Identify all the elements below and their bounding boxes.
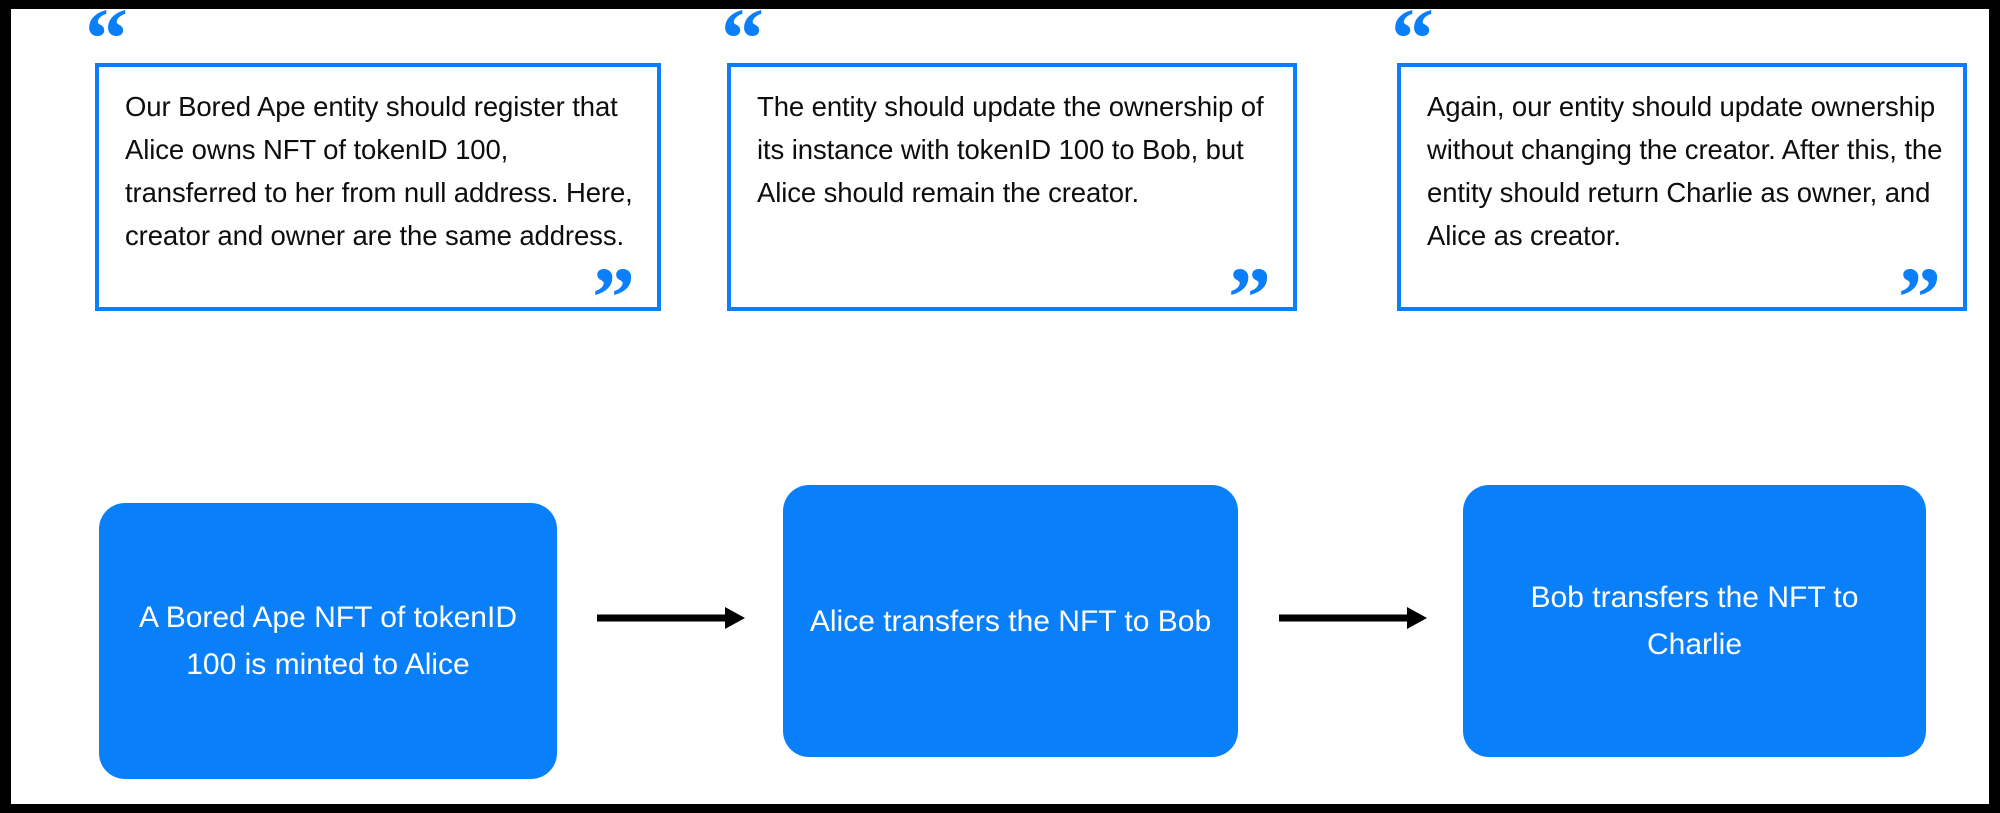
flow-step-2[interactable]: Alice transfers the NFT to Bob — [783, 485, 1238, 757]
flow-step-2-label: Alice transfers the NFT to Bob — [809, 604, 1212, 638]
quote-close-icon-1: ” — [592, 249, 636, 345]
quote-text-3: Again, our entity should update ownershi… — [1427, 91, 1943, 251]
flow-arrow-1 — [597, 603, 745, 633]
quote-card-2: The entity should update the ownership o… — [727, 63, 1297, 311]
flow-arrow-2 — [1279, 603, 1427, 633]
quote-card-3: Again, our entity should update ownershi… — [1397, 63, 1967, 311]
quote-text-1: Our Bored Ape entity should register tha… — [125, 91, 633, 251]
flow-step-3[interactable]: Bob transfers the NFT to Charlie — [1463, 485, 1926, 757]
quote-card-1: Our Bored Ape entity should register tha… — [95, 63, 661, 311]
quote-text-2: The entity should update the ownership o… — [757, 91, 1264, 208]
flow-step-1[interactable]: A Bored Ape NFT of tokenID 100 is minted… — [99, 503, 557, 779]
quote-close-icon-2: ” — [1228, 249, 1272, 345]
flow-step-3-label: Bob transfers the NFT to Charlie — [1530, 581, 1859, 661]
flow-step-1-label: A Bored Ape NFT of tokenID 100 is minted… — [139, 601, 517, 681]
quote-close-icon-3: ” — [1898, 249, 1942, 345]
